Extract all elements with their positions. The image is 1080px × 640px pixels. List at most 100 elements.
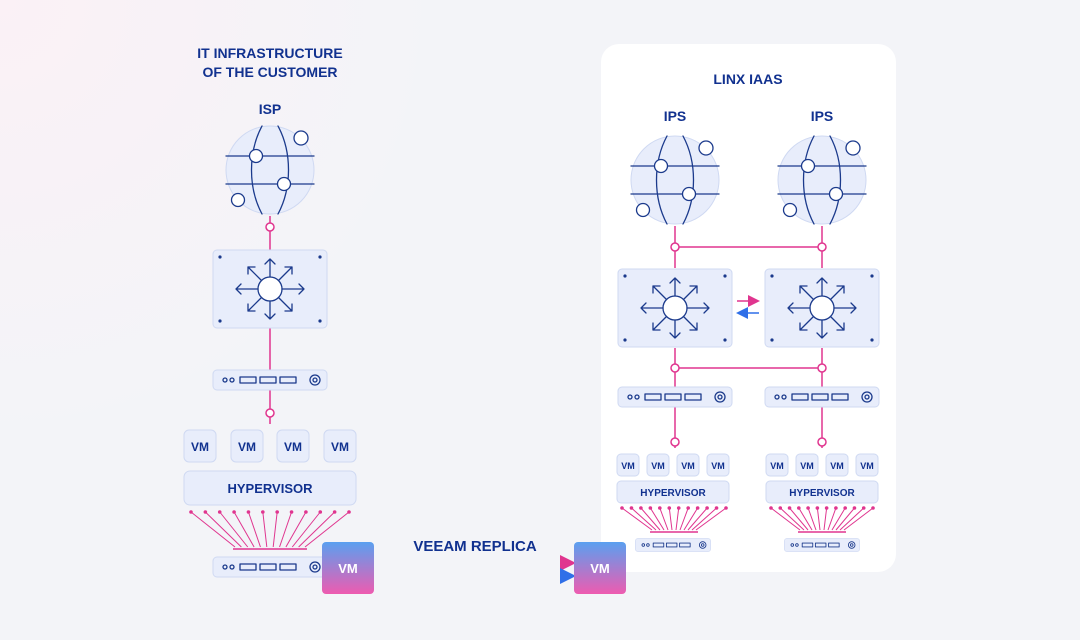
switch-icon-linx-1 <box>617 268 733 348</box>
fan-line <box>823 507 828 531</box>
vm-box: VM <box>276 429 310 463</box>
left-pink-connectors <box>265 216 275 424</box>
fan-dot <box>648 506 653 510</box>
fan-line <box>770 507 801 531</box>
fan-dot <box>714 506 719 510</box>
vm-label: VM <box>238 440 256 454</box>
fan-line <box>807 507 817 531</box>
fan-line <box>279 511 293 548</box>
fan-line <box>219 511 249 548</box>
customer-title-line1: IT INFRASTRUCTURE <box>197 45 342 61</box>
vm-box: VM <box>323 429 357 463</box>
fan-dot <box>246 510 251 514</box>
fan-dot <box>686 506 690 510</box>
fan-dot <box>304 510 308 514</box>
fan-line <box>691 507 717 531</box>
server-icon-storage <box>212 556 328 578</box>
fan-line <box>291 511 321 548</box>
hypervisor-label-linx-1: HYPERVISOR <box>640 488 706 499</box>
fan-line <box>285 511 307 548</box>
vm-label: VM <box>191 440 209 454</box>
ips-label-1: IPS <box>664 108 687 124</box>
fan-line <box>247 511 261 548</box>
fan-line <box>233 511 255 548</box>
fan-line <box>695 507 727 531</box>
fan-line <box>621 507 653 531</box>
fan-dot <box>769 506 773 510</box>
vm-target-tile <box>574 542 626 594</box>
server-icon-linx-1 <box>617 386 733 408</box>
vm-label: VM <box>681 461 695 471</box>
fan-dot <box>797 506 801 510</box>
fan-dot <box>667 506 672 510</box>
fan-dot <box>347 510 351 514</box>
fan-line <box>798 507 813 531</box>
fan-connectors-linx-1 <box>620 506 728 531</box>
fan-dot <box>806 506 810 510</box>
server-icon-linx-storage-1 <box>635 538 711 552</box>
vm-source-label: VM <box>338 561 358 576</box>
fan-line <box>190 511 236 548</box>
ips-label-2: IPS <box>811 108 834 124</box>
veeam-replica-label: VEEAM REPLICA <box>413 538 537 555</box>
fan-line <box>659 507 669 531</box>
right-pink-connectors <box>670 226 827 448</box>
fan-dot <box>724 506 728 510</box>
fan-dot <box>620 506 624 510</box>
vm-box: VM <box>230 429 264 463</box>
vm-label: VM <box>830 461 844 471</box>
hypervisor-label: HYPERVISOR <box>227 481 313 496</box>
vm-box: VM <box>825 453 849 477</box>
fan-dot <box>261 510 265 514</box>
fan-line <box>668 507 673 531</box>
fan-dot <box>834 506 838 510</box>
fan-dot <box>695 506 700 510</box>
fan-dot <box>843 506 847 510</box>
vm-target-label: VM <box>590 561 610 576</box>
switch-icon-linx-2 <box>764 268 880 348</box>
globe-icon-ips-2 <box>777 135 867 225</box>
fan-dot <box>658 506 662 510</box>
switch-icon-customer <box>212 249 328 329</box>
vm-label: VM <box>331 440 349 454</box>
fan-dot <box>676 506 681 510</box>
fan-dot <box>824 506 829 510</box>
vm-label: VM <box>800 461 814 471</box>
fan-dot <box>189 510 193 514</box>
vm-label: VM <box>711 461 725 471</box>
hypervisor-box <box>183 470 357 506</box>
isp-label: ISP <box>259 101 282 117</box>
fan-line <box>262 511 268 548</box>
vm-box: VM <box>855 453 879 477</box>
fan-dot <box>787 506 792 510</box>
fan-dot <box>217 510 222 514</box>
vm-label: VM <box>860 461 874 471</box>
fan-line <box>779 507 805 531</box>
fan-dot <box>275 510 279 514</box>
fan-line <box>679 507 689 531</box>
sync-arrows-icon <box>736 295 760 319</box>
fan-dot <box>332 510 337 514</box>
customer-title-line2: OF THE CUSTOMER <box>202 64 337 80</box>
fan-dot <box>629 506 634 510</box>
vm-box: VM <box>795 453 819 477</box>
hypervisor-box-linx-2 <box>765 480 879 504</box>
fan-line <box>683 507 699 531</box>
vm-label: VM <box>284 440 302 454</box>
fan-line <box>816 507 821 531</box>
vm-box: VM <box>676 453 700 477</box>
hypervisor-label-linx-2: HYPERVISOR <box>789 488 855 499</box>
vm-box: VM <box>183 429 217 463</box>
vm-label: VM <box>651 461 665 471</box>
fan-dot <box>852 506 857 510</box>
globe-icon-ips-1 <box>630 135 720 225</box>
vm-box: VM <box>706 453 730 477</box>
fan-line <box>205 511 242 548</box>
linx-iaas-title: LINX IAAS <box>713 71 782 87</box>
server-icon-customer <box>212 369 328 391</box>
fan-line <box>298 511 335 548</box>
fan-line <box>675 507 680 531</box>
vm-label: VM <box>621 461 635 471</box>
fan-line <box>789 507 809 531</box>
fan-line <box>827 507 837 531</box>
